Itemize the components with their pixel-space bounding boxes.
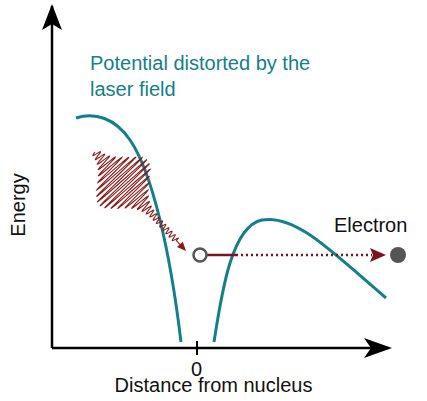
potential-curve: [76, 116, 181, 342]
bound-electron: [194, 249, 207, 262]
path-arrowhead: [370, 248, 386, 262]
free-electron: [390, 247, 406, 263]
laser-wave: [93, 152, 181, 245]
axis-label: Energy: [5, 165, 31, 245]
tunneling-path: [236, 254, 372, 257]
distance-axis: [52, 347, 388, 350]
axis-label: Distance from nucleus: [0, 372, 427, 398]
potential-label: Potential distorted by the laser field: [90, 50, 315, 102]
wave-arrowhead: [177, 242, 186, 251]
axis-arrowhead: [364, 338, 392, 358]
tunneling-path: [207, 254, 236, 257]
energy-axis: [51, 6, 54, 348]
axis-arrowhead: [42, 4, 62, 30]
origin-tick: [196, 341, 198, 355]
potential-curve: [214, 219, 386, 342]
laser-wavepacket: [93, 152, 186, 251]
electron-label: Electron: [334, 212, 407, 238]
